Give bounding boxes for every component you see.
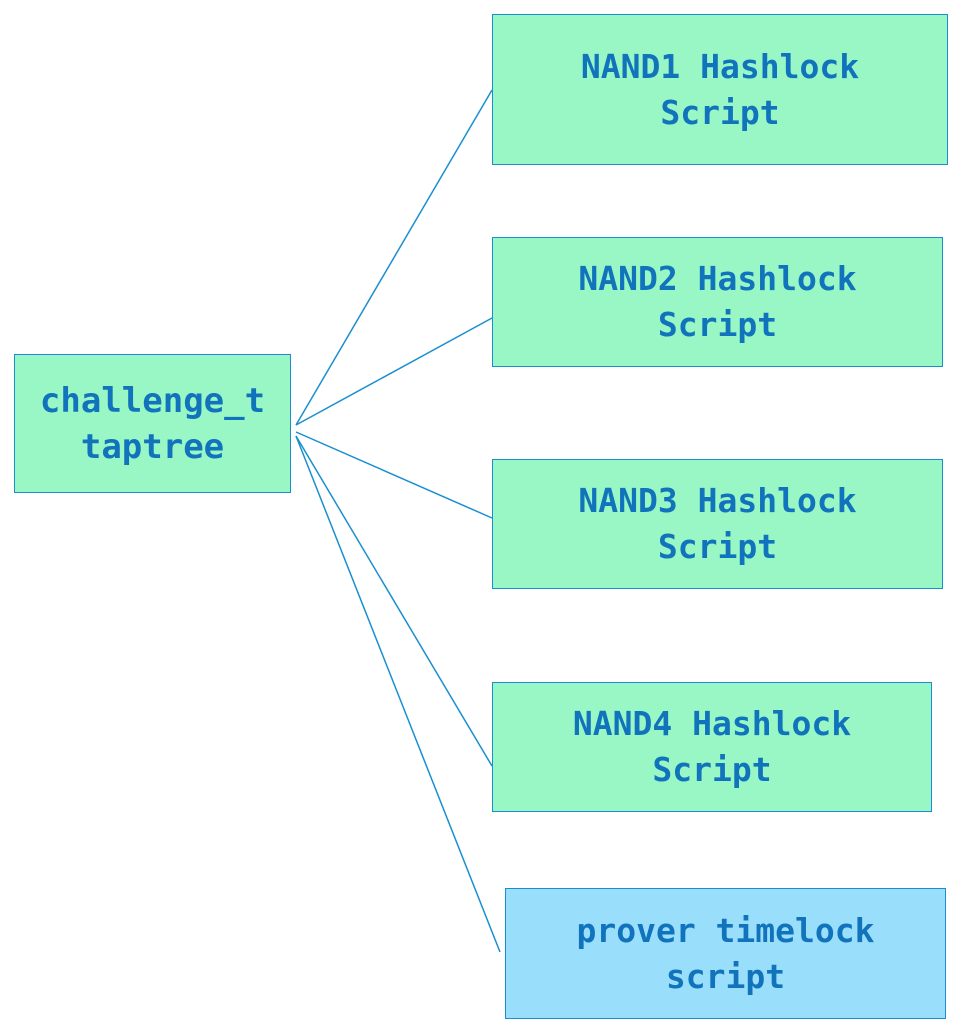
leaf-node-label: NAND2 Hashlock Script [578,259,857,344]
leaf-node-label: NAND1 Hashlock Script [580,46,860,132]
leaf-node-nand1-hashlock-script: NAND1 Hashlock Script [492,14,948,165]
root-node-label: challenge_t taptree [39,380,266,467]
root-node-challenge-taptree: challenge_t taptree [14,354,291,493]
leaf-node-label: prover timelock script [576,910,875,996]
leaf-node-nand4-hashlock-script: NAND4 Hashlock Script [492,682,932,812]
edge-root-to-nand1 [295,89,493,426]
edge-root-to-nand3 [295,431,493,519]
leaf-node-nand3-hashlock-script: NAND3 Hashlock Script [492,459,943,589]
leaf-node-label: NAND3 Hashlock Script [578,481,857,566]
leaf-node-nand2-hashlock-script: NAND2 Hashlock Script [492,237,943,367]
edge-root-to-nand4 [295,435,493,767]
leaf-node-prover-timelock-script: prover timelock script [505,888,946,1019]
leaf-node-label: NAND4 Hashlock Script [572,704,852,789]
edge-root-to-prover-timelock [295,435,501,953]
edge-root-to-nand2 [295,317,493,426]
